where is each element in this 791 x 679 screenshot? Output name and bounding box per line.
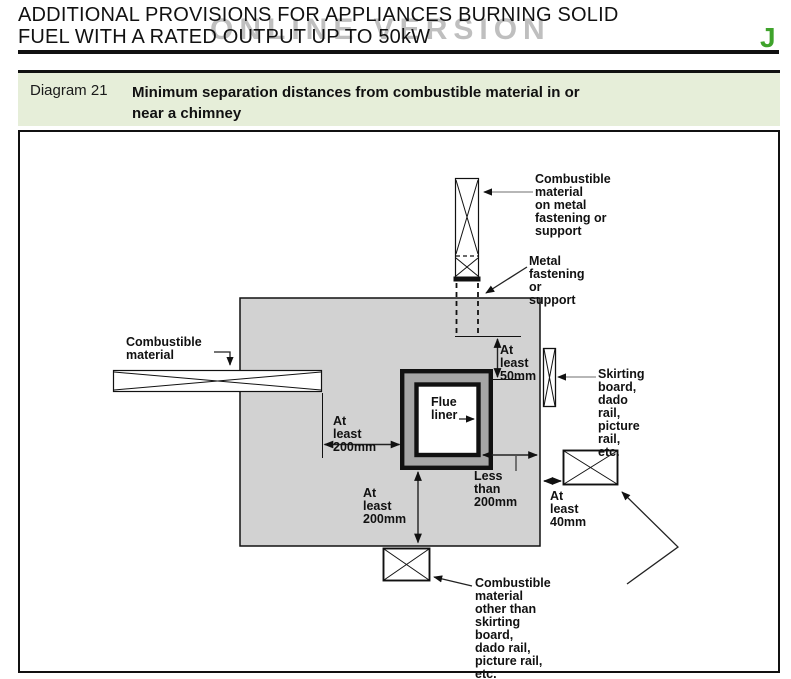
title-rule [18,50,779,54]
label-skirting: Skirting board, dado rail, picture rail,… [598,367,645,459]
watermark: ONLINE VERSION [210,13,551,46]
label-combustible-other: Combustible material other than skirting… [475,576,551,679]
page-title-line1: ADDITIONAL PROVISIONS FOR APPLIANCES BUR… [18,4,619,26]
label-at-least-200mm-bottom: At least 200mm [363,486,407,526]
section-letter-j: J [760,22,776,53]
label-less-than-200mm: Less than 200mm [474,469,518,509]
page-title-line2: FUEL WITH A RATED OUTPUT UP TO 50kW [18,26,431,48]
label-at-least-50mm: At least 50mm [500,343,537,383]
diagram-panel [18,130,780,673]
diagram-title: Minimum separation distances from combus… [132,82,580,124]
label-metal-fastening: Metal fastening or support [529,254,585,307]
page-title: ADDITIONAL PROVISIONS FOR APPLIANCES BUR… [18,4,619,48]
label-at-least-200mm-left: At least 200mm [333,414,377,454]
label-combustible-material: Combustible material [126,335,202,362]
diagram-number: Diagram 21 [30,82,108,99]
label-flue-liner: Flue liner [431,395,458,422]
label-at-least-40mm: At least 40mm [550,489,587,529]
label-combustible-on-metal: Combustible material on metal fastening … [535,172,611,238]
diagram-header: Diagram 21 Minimum separation distances … [18,70,780,126]
diagram-title-line2: near a chimney [132,105,242,122]
diagram-title-line1: Minimum separation distances from combus… [132,84,580,101]
